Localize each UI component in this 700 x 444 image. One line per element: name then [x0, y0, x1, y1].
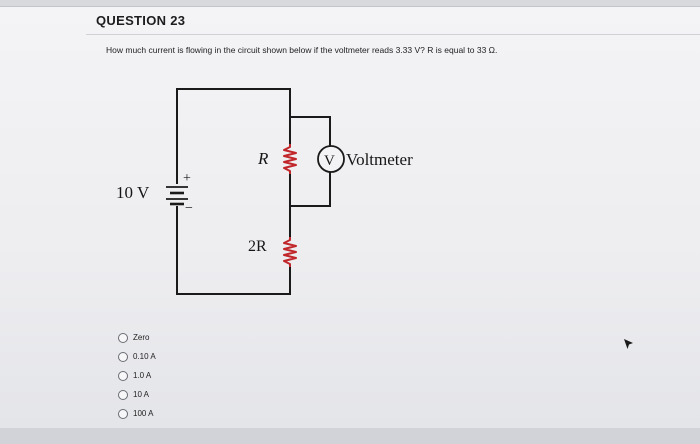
wire-voltmeter-bottom — [290, 172, 331, 207]
radio-button-icon[interactable] — [118, 389, 128, 400]
resistor-r-label: R — [257, 149, 269, 168]
bottom-band — [0, 428, 700, 444]
battery-voltage-label: 10 V — [116, 183, 150, 202]
voltmeter-icon — [317, 145, 345, 173]
option-label: Zero — [133, 333, 150, 342]
resistor-2r-label: 2R — [248, 238, 267, 255]
question-text: How much current is flowing in the circu… — [106, 45, 498, 55]
option-label: 100 A — [133, 409, 154, 418]
voltmeter-symbol: V — [324, 153, 335, 169]
wire-top — [176, 88, 291, 184]
option-0-10-a[interactable]: 0.10 A — [118, 347, 156, 366]
battery-plus-sign: + — [183, 171, 191, 186]
radio-button-icon[interactable] — [118, 351, 128, 362]
radio-button-icon[interactable] — [118, 332, 128, 343]
battery-icon — [166, 186, 188, 206]
wire-voltmeter-top — [290, 116, 331, 146]
option-1-0-a[interactable]: 1.0 A — [118, 366, 156, 385]
radio-button-icon[interactable] — [118, 370, 128, 381]
option-zero[interactable]: Zero — [118, 328, 156, 347]
circuit-wires — [176, 88, 331, 295]
wire-bottom — [176, 206, 291, 295]
resistor-2r-icon — [283, 237, 297, 267]
option-label: 1.0 A — [133, 371, 152, 380]
option-10-a[interactable]: 10 A — [118, 385, 156, 404]
battery-minus-sign: − — [185, 201, 193, 216]
answer-options: Zero 0.10 A 1.0 A 10 A 100 A — [118, 328, 156, 423]
top-bar — [0, 0, 700, 7]
radio-button-icon[interactable] — [118, 408, 128, 419]
mouse-cursor-icon — [624, 339, 633, 349]
question-header — [86, 6, 700, 35]
question-title: QUESTION 23 — [96, 13, 186, 28]
option-label: 10 A — [133, 390, 150, 399]
resistor-r-icon — [283, 144, 297, 174]
option-100-a[interactable]: 100 A — [118, 404, 156, 423]
option-label: 0.10 A — [133, 352, 156, 361]
voltmeter-label: Voltmeter — [346, 150, 413, 169]
